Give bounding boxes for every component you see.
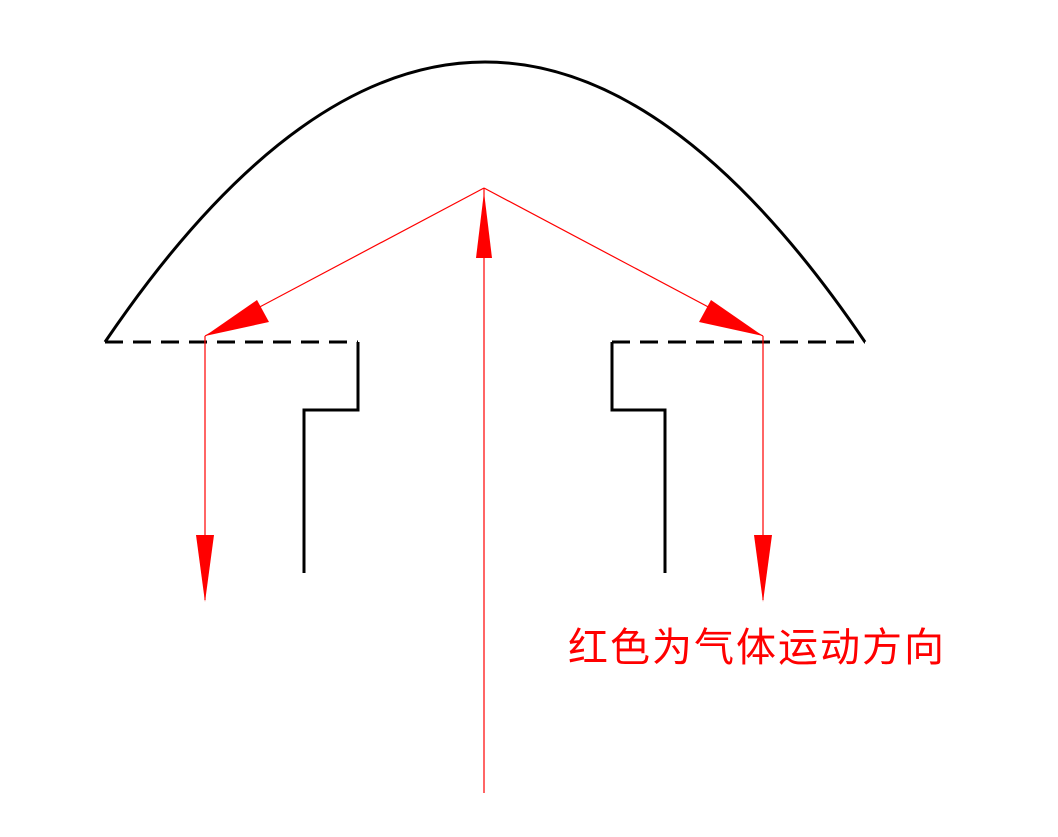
flow-arrows <box>196 187 772 793</box>
arrowhead-left-down <box>196 535 214 602</box>
arrowhead-diagonal-left <box>205 300 269 336</box>
caption-gas-flow-direction: 红色为气体运动方向 <box>568 625 946 671</box>
left-pipe-wall <box>302 342 360 573</box>
arrowhead-diagonal-right <box>699 300 763 336</box>
arrowhead-right-down <box>754 535 772 602</box>
dome-arc <box>103 60 867 343</box>
right-pipe-wall <box>610 342 667 573</box>
arrowhead-center-up <box>476 192 492 258</box>
